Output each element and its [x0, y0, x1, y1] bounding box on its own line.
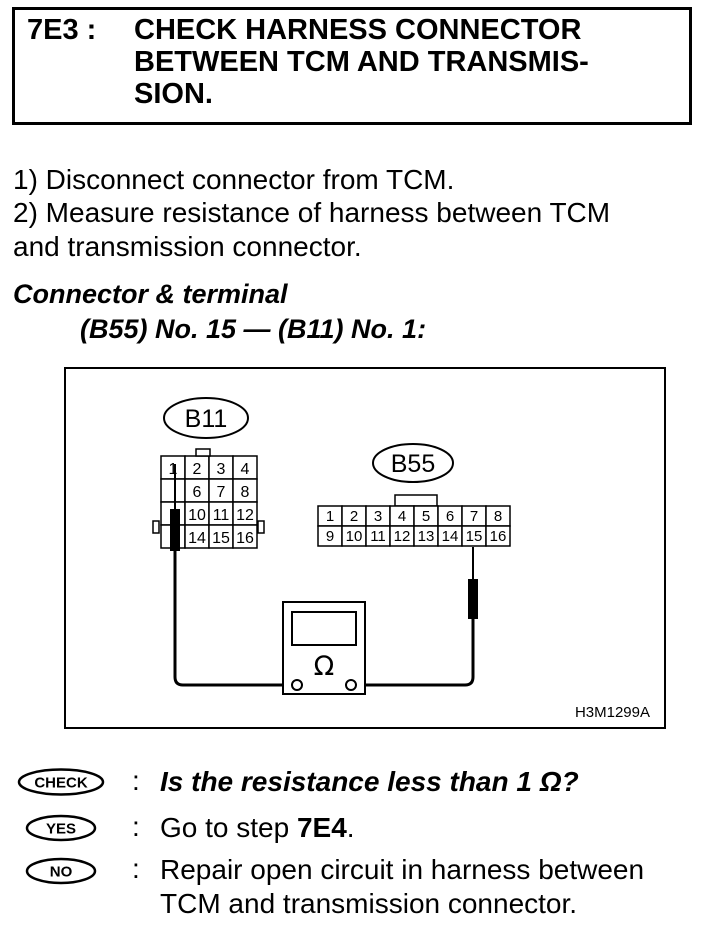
b55-pin-cell	[485, 525, 511, 547]
b55-pin-label: 13	[418, 528, 435, 545]
b11-pin-label: 11	[213, 507, 230, 524]
b55-pin-label: 10	[346, 528, 363, 545]
b11-pin-label: 2	[193, 461, 202, 478]
no-badge: NO	[25, 857, 97, 885]
instruction-1: 1) Disconnect connector from TCM.	[13, 164, 455, 195]
b11-pin-label: 7	[217, 484, 226, 501]
qa-check-row: CHECK : Is the resistance less than 1 Ω?	[0, 764, 704, 814]
yes-step-link: 7E4	[296, 812, 347, 843]
b55-pin-label: 3	[374, 508, 382, 525]
no-badge-label: NO	[50, 864, 73, 881]
yes-answer-period: .	[346, 812, 355, 843]
step-title: CHECK HARNESS CONNECTOR BETWEEN TCM AND …	[134, 14, 589, 110]
check-colon: :	[132, 765, 140, 796]
check-question: Is the resistance less than 1 Ω?	[160, 766, 579, 797]
b11-label: B11	[185, 405, 228, 433]
b55-label: B55	[391, 450, 435, 478]
yes-badge: YES	[25, 814, 97, 842]
b11-side-tab-left	[152, 520, 160, 534]
b11-pin-label: 1	[169, 461, 178, 478]
b55-pin-label: 1	[326, 508, 334, 525]
b11-side-tab-right	[257, 520, 265, 534]
step-header-box: 7E3 : CHECK HARNESS CONNECTOR BETWEEN TC…	[12, 7, 692, 125]
b11-label-oval	[163, 397, 249, 439]
yes-colon: :	[132, 811, 140, 842]
b11-pin-label: 3	[217, 461, 226, 478]
b55-pin-label: 6	[446, 508, 454, 525]
connector-heading: Connector & terminal	[13, 279, 288, 309]
b55-pin-label: 11	[370, 528, 386, 545]
qa-no-row: NO : Repair open circuit in harness betw…	[0, 852, 704, 919]
ohmmeter-terminal-right	[345, 679, 357, 691]
b11-pin-cell	[160, 478, 186, 503]
b11-pin-label: 6	[193, 484, 202, 501]
instruction-2: 2) Measure resistance of harness between…	[13, 197, 611, 262]
connector-spec: (B55) No. 15 — (B11) No. 1:	[80, 314, 427, 344]
b11-latch	[195, 448, 211, 457]
b11-pin-label: 12	[236, 507, 254, 524]
yes-badge-label: YES	[46, 821, 76, 838]
b55-pin-label: 5	[422, 508, 430, 525]
b11-pin-label: 4	[241, 461, 250, 478]
b55-latch	[394, 494, 438, 507]
check-badge: CHECK	[17, 768, 105, 796]
b11-pin-label: 15	[212, 530, 230, 547]
b55-pin-label: 9	[326, 528, 334, 545]
probe-b11	[170, 509, 180, 551]
b11-pin-label: 10	[188, 507, 206, 524]
b55-pin-label: 14	[442, 528, 459, 545]
probe-b55	[468, 579, 478, 619]
wire-b11	[173, 551, 294, 687]
b55-pin-label: 15	[466, 528, 483, 545]
b55-label-oval	[372, 443, 454, 483]
no-answer: Repair open circuit in harness between T…	[160, 854, 645, 919]
ohmmeter-display	[291, 611, 357, 646]
wire-b55	[358, 619, 475, 687]
b55-pin-label: 2	[350, 508, 358, 525]
yes-answer-text: Go to step	[160, 812, 297, 843]
b55-pin-label: 4	[398, 508, 406, 525]
step-code: 7E3 :	[27, 14, 97, 46]
ohm-symbol: Ω	[314, 651, 335, 682]
b11-pin-cell	[232, 524, 258, 549]
b55-pin-label: 16	[490, 528, 507, 545]
b11-pin-label: 16	[236, 530, 254, 547]
b55-pin-label: 7	[470, 508, 478, 525]
b55-pin-label: 8	[494, 508, 502, 525]
ohmmeter-terminal-left	[291, 679, 303, 691]
yes-answer: Go to step 7E4.	[160, 811, 355, 845]
no-colon: :	[132, 853, 140, 884]
b11-pin-label: 14	[188, 530, 206, 547]
check-badge-label: CHECK	[34, 775, 88, 792]
b55-pin-label: 12	[394, 528, 411, 545]
b11-pin-label: 8	[241, 484, 250, 501]
figure-code: H3M1299A	[574, 704, 650, 721]
qa-yes-row: YES : Go to step 7E4.	[0, 810, 704, 860]
